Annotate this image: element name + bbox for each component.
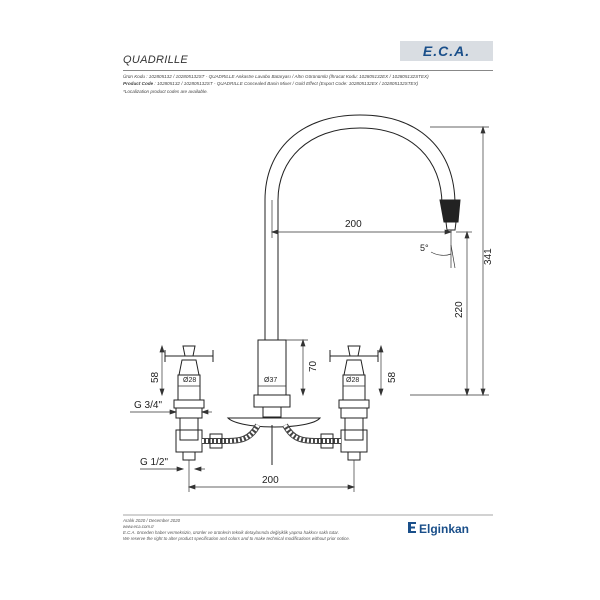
code-value-tr: : 102805132 / 102805132ST - QUADRILLE An… bbox=[146, 74, 429, 79]
right-handle-body bbox=[343, 359, 365, 376]
dim-g12-label: G 1/2" bbox=[140, 457, 168, 468]
dim-angle-label: 5° bbox=[420, 243, 429, 253]
left-valve-lower bbox=[179, 417, 199, 441]
right-handle-top bbox=[347, 345, 361, 357]
dim-left-58-label: 58 bbox=[150, 371, 161, 383]
code-line-tr: Ürün Kodu : 102805132 / 102805132ST - QU… bbox=[123, 73, 429, 80]
right-nut-2 bbox=[340, 407, 368, 419]
right-outlet bbox=[347, 451, 361, 461]
dim-right-58-label: 58 bbox=[387, 371, 398, 383]
dim-g34-label: G 3/4" bbox=[134, 400, 162, 411]
code-label-en: Product Code bbox=[123, 81, 154, 87]
left-outlet bbox=[182, 451, 196, 461]
footer-date: Aralık 2020 / December 2020 bbox=[122, 518, 181, 523]
spout-base-plate bbox=[226, 417, 322, 428]
spout-body bbox=[257, 339, 287, 396]
spout-aerator bbox=[439, 199, 461, 223]
code-line-en: Product Code : 102805132 / 102805132ST -… bbox=[123, 80, 429, 87]
hose-fittings-right bbox=[320, 433, 334, 449]
elginkan-logo: Elginkan bbox=[408, 522, 469, 536]
footer-url: www.eca.com.tr bbox=[123, 524, 155, 529]
footer-tr-notice: E.C.A. önceden haber vermeksizin, ürünle… bbox=[123, 530, 339, 535]
left-nut-1 bbox=[173, 399, 205, 409]
spout-outer bbox=[264, 114, 456, 340]
left-nut-2 bbox=[175, 407, 203, 419]
elginkan-brand-text: Elginkan bbox=[419, 522, 469, 536]
dim-height-label: 341 bbox=[483, 248, 494, 265]
left-handle-top bbox=[182, 345, 196, 357]
eca-logo: E.C.A. bbox=[400, 41, 493, 61]
code-value-en: : 102805132 / 102805132ST - QUADRILLE Co… bbox=[154, 81, 419, 87]
product-title: QUADRILLE bbox=[123, 54, 189, 66]
spout-stem bbox=[262, 406, 282, 418]
product-codes: Ürün Kodu : 102805132 / 102805132ST - QU… bbox=[123, 73, 429, 95]
dim-d28-left-label: Ø28 bbox=[183, 377, 196, 384]
spout-tip bbox=[445, 221, 457, 231]
right-valve-lower bbox=[344, 417, 364, 441]
code-line-note: *Localization product codes are availabl… bbox=[123, 88, 208, 94]
dim-d37-label: Ø37 bbox=[264, 377, 277, 384]
hose-fittings-left bbox=[209, 433, 223, 449]
dim-d28-right-label: Ø28 bbox=[346, 377, 359, 384]
spout-inner bbox=[277, 127, 443, 340]
footer-en-notice: We reserve the right to alter product sp… bbox=[123, 536, 350, 541]
code-label-tr: Ürün Kodu bbox=[123, 74, 145, 79]
dim-220-label: 220 bbox=[454, 301, 465, 318]
left-handle-body bbox=[178, 359, 200, 376]
spout-collar bbox=[253, 394, 291, 408]
dim-70-label: 70 bbox=[308, 360, 319, 372]
dim-base-label: 200 bbox=[262, 475, 279, 486]
header-rule bbox=[123, 70, 493, 71]
eca-logo-text: E.C.A. bbox=[422, 43, 471, 59]
dim-reach-label: 200 bbox=[345, 219, 362, 230]
right-nut-1 bbox=[338, 399, 370, 409]
